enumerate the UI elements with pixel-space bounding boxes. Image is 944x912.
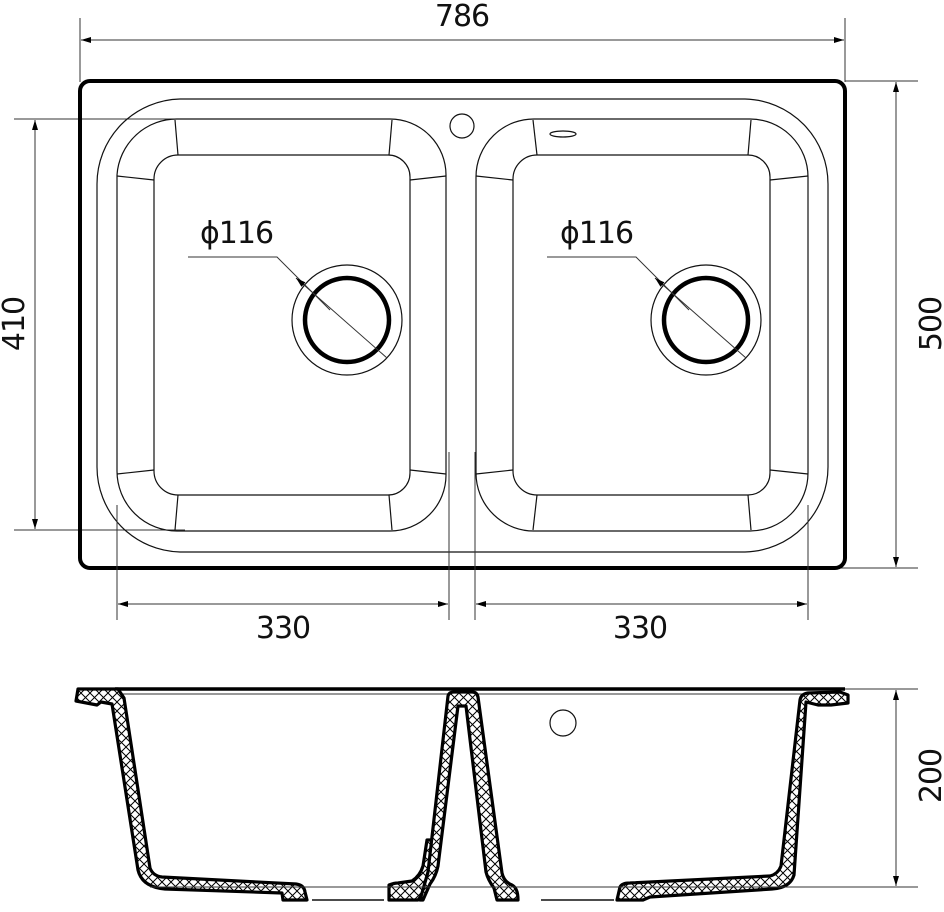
left-bowl: ϕ116 — [116, 118, 447, 532]
left-drain-diameter-label: ϕ116 — [200, 216, 273, 251]
right-drain-icon — [547, 256, 762, 376]
right-bowl: ϕ116 — [475, 118, 809, 532]
dimension-left-bowl-width: 330 — [116, 452, 450, 646]
overall-depth-label: 500 — [914, 297, 944, 351]
sink-outer-rim — [78, 79, 847, 570]
section-height-label: 200 — [914, 749, 944, 803]
left-bowl-section — [74, 687, 309, 902]
section-view: 200 — [74, 687, 944, 902]
dimension-overall-depth: 500 — [830, 80, 944, 569]
right-bowl-section — [615, 690, 850, 902]
section-tap-hole-icon — [549, 709, 577, 737]
left-drain-icon — [188, 256, 403, 376]
center-divider-section — [418, 690, 520, 902]
right-drain-diameter-label: ϕ116 — [560, 216, 633, 251]
overall-width-label: 786 — [435, 0, 489, 34]
tap-hole-icon — [449, 113, 475, 139]
top-view: 786 500 410 — [0, 0, 944, 646]
sink-deck-outline — [96, 98, 829, 553]
right-bowl-width-label: 330 — [613, 611, 667, 646]
bowl-depth-label: 410 — [0, 297, 32, 351]
dimension-overall-width: 786 — [79, 0, 846, 82]
dimension-section-height: 200 — [845, 688, 944, 886]
dimension-bowl-depth: 410 — [0, 118, 185, 531]
overflow-slot-icon — [549, 130, 577, 138]
left-bowl-width-label: 330 — [256, 611, 310, 646]
dimension-right-bowl-width: 330 — [474, 452, 809, 646]
